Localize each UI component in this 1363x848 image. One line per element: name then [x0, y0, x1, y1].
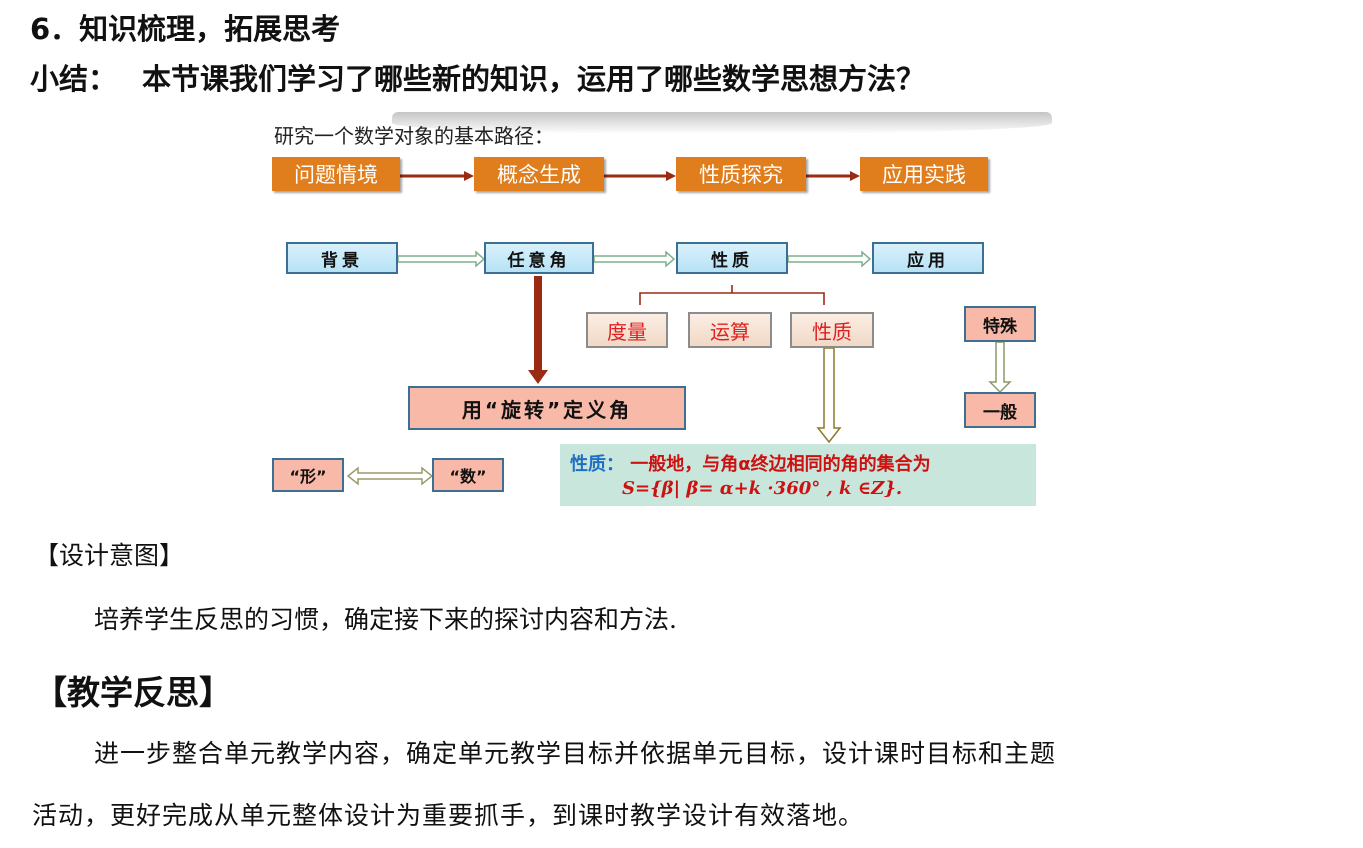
property-label: 性质：	[570, 454, 624, 475]
reflection-title: 【教学反思】	[34, 673, 232, 712]
property-line: 性质： 一般地，与角α终边相同的角的集合为	[570, 450, 931, 476]
path-title: 研究一个数学对象的基本路径：	[274, 124, 554, 148]
property-box: 性质： 一般地，与角α终边相同的角的集合为 S={β| β= α+k ·360°…	[560, 444, 1036, 506]
path-step-situation: 问题情境	[272, 157, 400, 191]
header-shadow	[392, 112, 1052, 134]
knowledge-diagram: 研究一个数学对象的基本路径： 问题情境 概念生成 性质探究 应用实践	[262, 112, 1052, 512]
flow-application: 应用	[872, 242, 984, 274]
sub-property: 性质	[790, 312, 874, 348]
reflection-line-1: 进一步整合单元教学内容，确定单元教学目标并依据单元目标，设计课时目标和主题	[94, 739, 1057, 768]
property-text: 一般地，与角α终边相同的角的集合为	[630, 454, 931, 475]
path-step-application: 应用实践	[860, 157, 988, 191]
summary-question: 本节课我们学习了哪些新的知识，运用了哪些数学思想方法？	[142, 62, 926, 96]
path-step-concept: 概念生成	[474, 157, 604, 191]
reflection-line-2: 活动，更好完成从单元整体设计为重要抓手，到课时教学设计有效落地。	[32, 801, 865, 830]
section-heading: 6．知识梳理，拓展思考	[30, 12, 341, 46]
general-box: 一般	[964, 392, 1036, 428]
shape-box: “形”	[272, 458, 344, 492]
property-formula: S={β| β= α+k ·360° , k ∈Z}.	[622, 478, 903, 499]
flow-arbitrary-angle: 任意角	[484, 242, 594, 274]
path-step-property: 性质探究	[676, 157, 806, 191]
number-box: “数”	[432, 458, 504, 492]
flow-background: 背景	[286, 242, 398, 274]
sub-measure: 度量	[586, 312, 668, 348]
sub-operation: 运算	[688, 312, 772, 348]
flow-property: 性质	[676, 242, 788, 274]
summary-line: 小结： 本节课我们学习了哪些新的知识，运用了哪些数学思想方法？	[30, 56, 925, 98]
diagram-connectors	[346, 171, 1012, 486]
rotation-definition-box: 用“旋转”定义角	[408, 386, 686, 430]
summary-label: 小结：	[30, 62, 118, 96]
design-intent-title: 【设计意图】	[34, 541, 185, 570]
special-box: 特殊	[964, 306, 1036, 342]
design-intent-text: 培养学生反思的习惯，确定接下来的探讨内容和方法.	[94, 605, 677, 634]
